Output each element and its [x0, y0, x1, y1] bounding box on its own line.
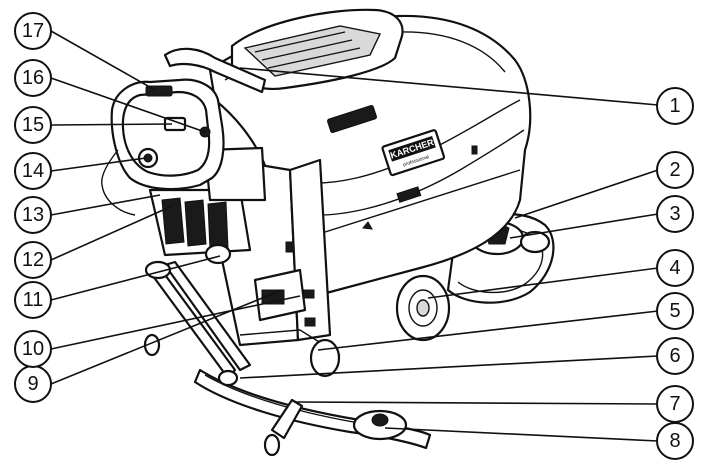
leader-2 — [514, 169, 659, 219]
callout-13: 13 — [14, 196, 52, 234]
callout-10: 10 — [14, 330, 52, 368]
scrubber-drier-illustration: KARCHER professional — [101, 8, 555, 457]
callout-label: 4 — [669, 257, 680, 279]
leader-10 — [50, 295, 301, 350]
leader-4 — [427, 267, 659, 299]
callout-14: 14 — [14, 152, 52, 190]
callout-label: 13 — [22, 204, 44, 226]
callout-label: 5 — [669, 300, 680, 322]
leader-15 — [50, 123, 173, 126]
callout-label: 10 — [22, 338, 44, 360]
callout-1: 1 — [656, 87, 694, 125]
leader-11 — [50, 255, 221, 301]
callout-label: 1 — [669, 95, 680, 117]
callout-5: 5 — [656, 292, 694, 330]
callout-6: 6 — [656, 337, 694, 375]
leader-9 — [50, 289, 283, 385]
control-console — [148, 146, 267, 265]
leader-3 — [509, 213, 659, 239]
callout-label: 3 — [669, 203, 680, 225]
callout-label: 8 — [669, 430, 680, 452]
callout-label: 11 — [23, 289, 44, 311]
leader-14 — [50, 157, 147, 172]
callout-3: 3 — [656, 195, 694, 233]
callout-17: 17 — [14, 12, 52, 50]
callout-label: 9 — [27, 373, 38, 395]
callout-label: 2 — [669, 159, 680, 181]
callout-label: 17 — [22, 20, 44, 42]
callout-label: 6 — [669, 345, 680, 367]
rear-wheel — [395, 274, 451, 342]
callout-2: 2 — [656, 151, 694, 189]
callout-12: 12 — [14, 241, 52, 279]
leader-7 — [294, 401, 659, 405]
callouts: 1 2 3 4 5 6 7 8 9 10 11 12 13 14 15 16 1… — [14, 12, 694, 460]
leader-17 — [50, 30, 156, 91]
steering-handle — [101, 78, 225, 216]
grab-bar — [163, 47, 267, 94]
leader-16 — [50, 77, 206, 133]
callout-4: 4 — [656, 249, 694, 287]
leader-6 — [239, 355, 659, 379]
callout-16: 16 — [14, 59, 52, 97]
callout-label: 16 — [22, 67, 44, 89]
callout-label: 15 — [22, 114, 44, 136]
callout-label: 14 — [22, 160, 44, 182]
callout-7: 7 — [656, 385, 694, 423]
callout-label: 12 — [22, 249, 44, 271]
leader-12 — [50, 205, 173, 261]
leader-8 — [384, 427, 659, 442]
squeegee-assembly — [143, 260, 432, 457]
callout-8: 8 — [656, 422, 694, 460]
leader-13 — [50, 194, 161, 216]
brand-plate: KARCHER professional — [381, 129, 446, 177]
callout-11: 11 — [14, 281, 52, 319]
leader-lines — [50, 30, 659, 442]
callout-9: 9 — [14, 365, 52, 403]
leader-5 — [317, 310, 659, 351]
leader-1 — [239, 67, 659, 106]
callout-label: 7 — [669, 393, 680, 415]
callout-15: 15 — [14, 106, 52, 144]
